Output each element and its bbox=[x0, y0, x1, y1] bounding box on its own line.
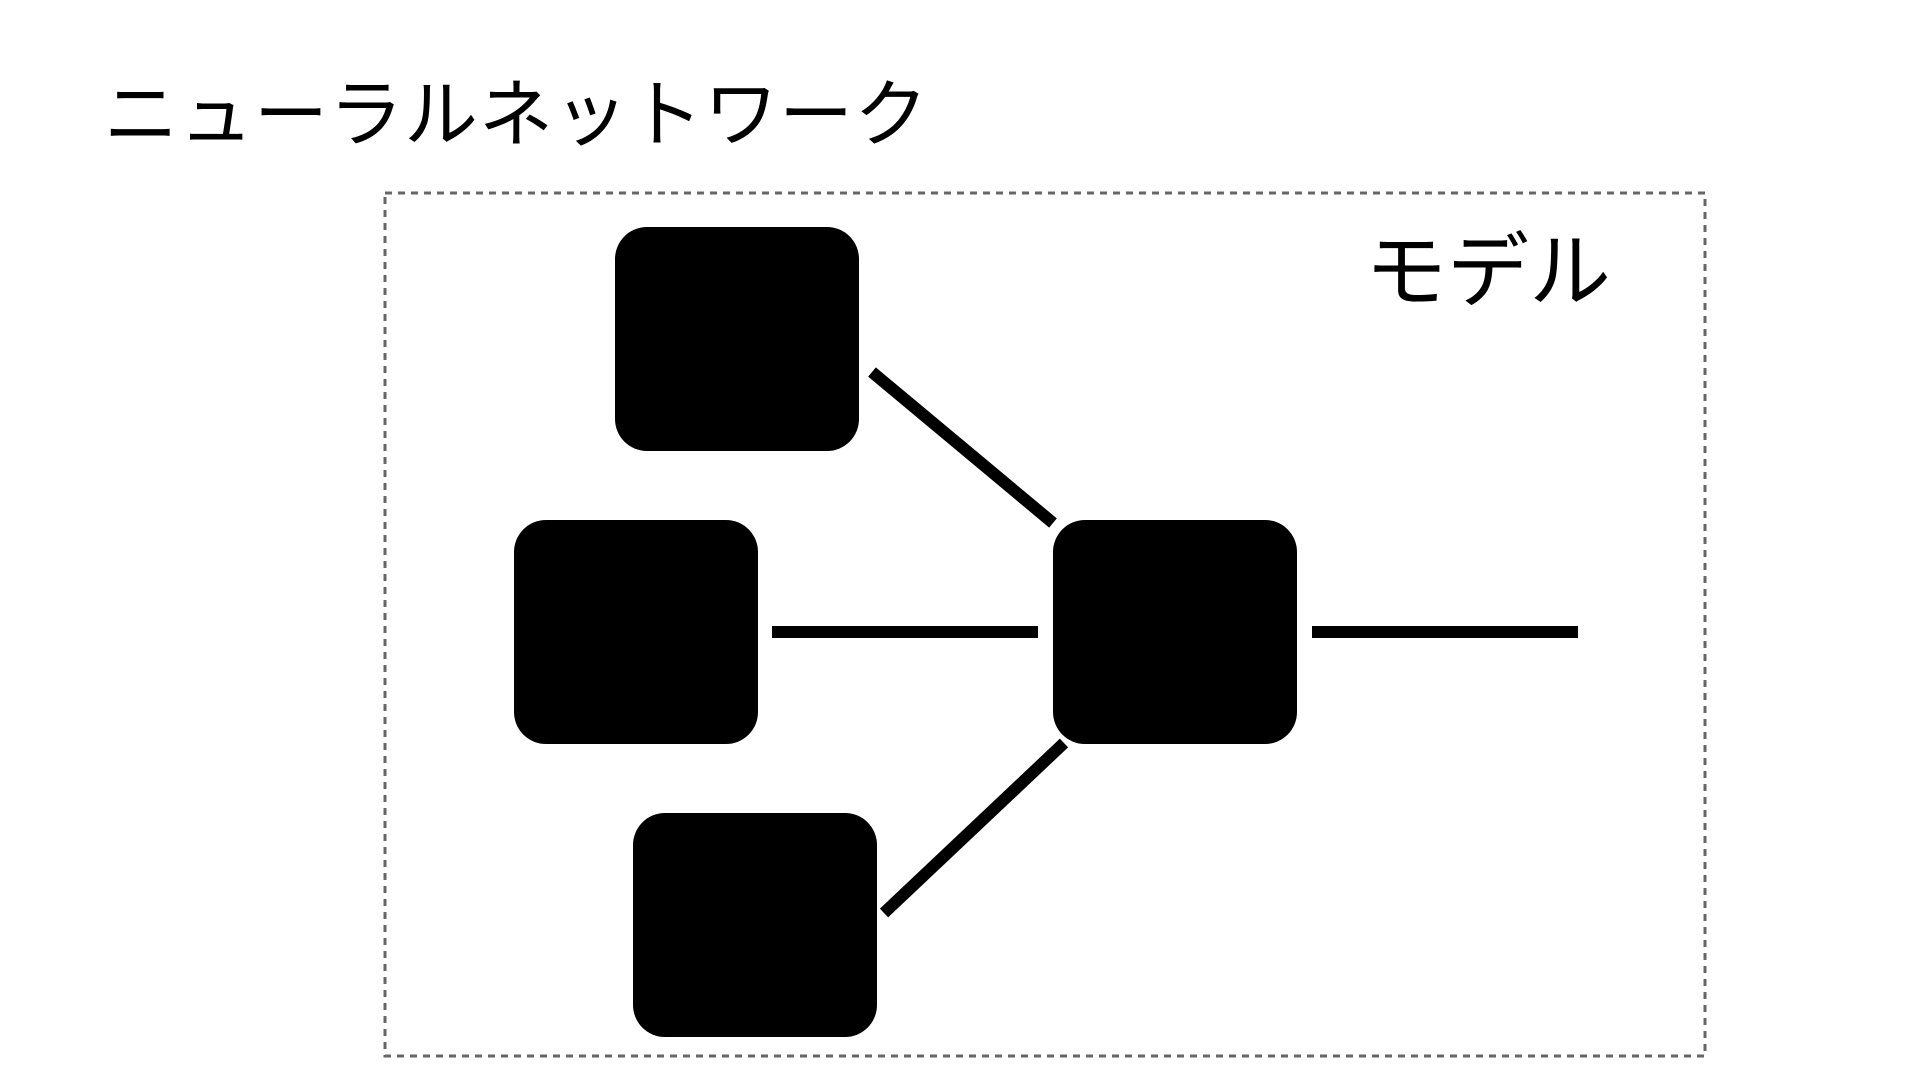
slide-title: ニューラルネットワーク bbox=[104, 72, 929, 158]
edge-input-top-to-hidden bbox=[868, 367, 1057, 528]
node-input-top bbox=[615, 227, 859, 451]
node-hidden-output bbox=[1053, 520, 1297, 744]
model-label: モデル bbox=[1365, 225, 1611, 320]
node-input-bottom bbox=[633, 813, 877, 1037]
node-input-middle bbox=[514, 520, 758, 744]
edge-input-bottom-to-hidden bbox=[879, 738, 1069, 918]
